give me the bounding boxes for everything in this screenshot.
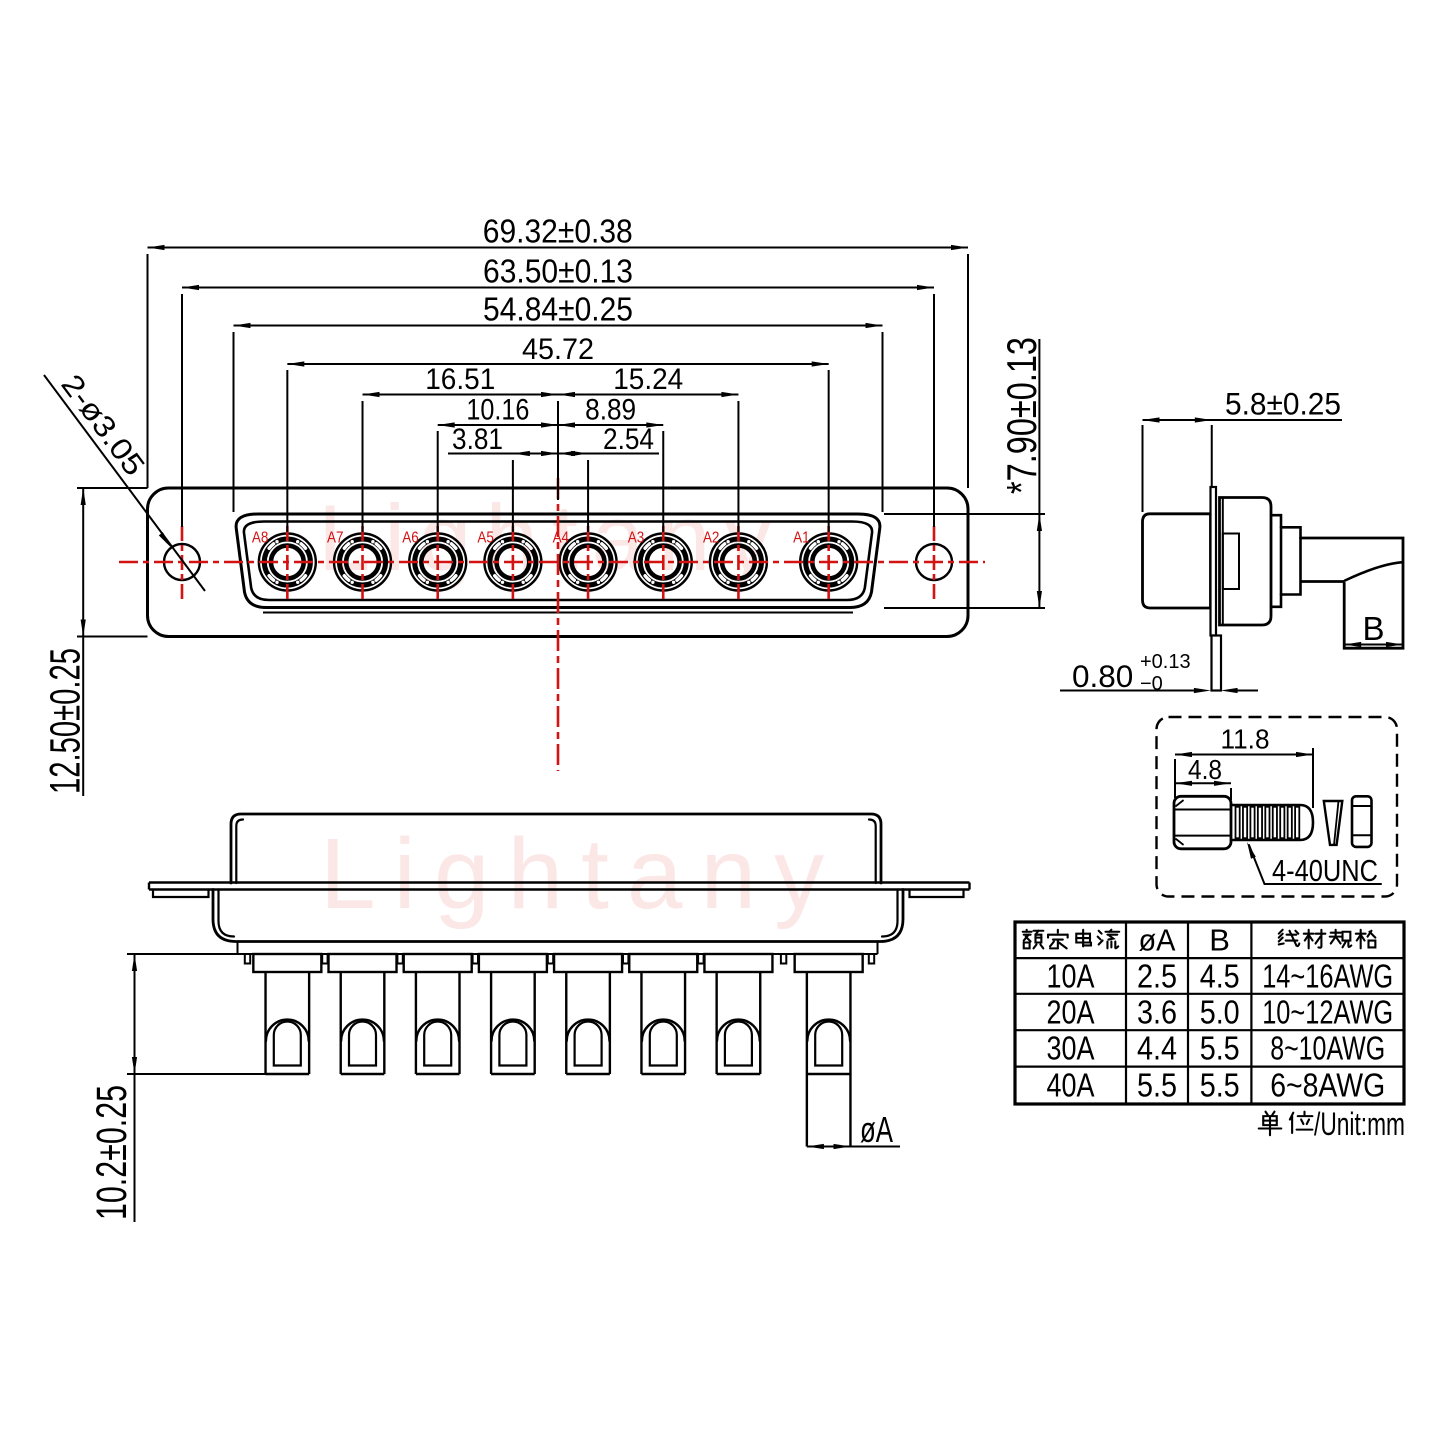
svg-text:−0: −0 [1140, 673, 1163, 695]
svg-text:B: B [1362, 610, 1384, 647]
svg-text:A3: A3 [628, 530, 645, 547]
svg-text:69.32±0.38: 69.32±0.38 [483, 213, 633, 250]
svg-text:54.84±0.25: 54.84±0.25 [483, 291, 633, 328]
svg-text:A5: A5 [477, 530, 494, 547]
svg-text:5.8±0.25: 5.8±0.25 [1225, 386, 1341, 422]
svg-text:45.72: 45.72 [522, 333, 594, 366]
svg-text:+0.13: +0.13 [1140, 651, 1191, 673]
svg-text:0.80: 0.80 [1072, 658, 1133, 694]
svg-text:4-40UNC: 4-40UNC [1272, 853, 1378, 888]
svg-text:14~16AWG: 14~16AWG [1262, 958, 1393, 995]
svg-text:4.4: 4.4 [1137, 1030, 1177, 1067]
svg-text:8.89: 8.89 [585, 394, 636, 427]
svg-text:11.8: 11.8 [1221, 724, 1270, 755]
svg-text:A8: A8 [252, 530, 269, 547]
svg-text:10~12AWG: 10~12AWG [1262, 994, 1393, 1031]
svg-text:6~8AWG: 6~8AWG [1270, 1067, 1385, 1104]
svg-text:2.5: 2.5 [1137, 958, 1177, 995]
svg-text:63.50±0.13: 63.50±0.13 [483, 253, 633, 290]
svg-text:20A: 20A [1047, 994, 1095, 1031]
svg-text:3.6: 3.6 [1137, 994, 1177, 1031]
svg-text:30A: 30A [1047, 1030, 1095, 1067]
svg-text:5.5: 5.5 [1137, 1067, 1177, 1104]
svg-text:5.5: 5.5 [1200, 1067, 1240, 1104]
svg-text:5.5: 5.5 [1200, 1030, 1240, 1067]
svg-text:4.5: 4.5 [1200, 958, 1240, 995]
svg-text:Lightany: Lightany [320, 818, 842, 930]
svg-text:15.24: 15.24 [613, 363, 683, 396]
svg-text:A6: A6 [402, 530, 419, 547]
svg-text:Lightany: Lightany [318, 485, 785, 590]
svg-text:/Unit:mm: /Unit:mm [1314, 1106, 1405, 1142]
svg-text:2.54: 2.54 [603, 423, 654, 456]
svg-text:B: B [1209, 923, 1230, 958]
svg-text:5.0: 5.0 [1200, 994, 1240, 1031]
svg-text:16.51: 16.51 [425, 363, 495, 396]
svg-text:*7.90±0.13: *7.90±0.13 [998, 337, 1045, 494]
svg-text:10.16: 10.16 [466, 394, 529, 427]
svg-text:A1: A1 [793, 530, 810, 547]
svg-text:A7: A7 [327, 530, 344, 547]
svg-text:12.50±0.25: 12.50±0.25 [42, 648, 90, 794]
svg-text:10A: 10A [1047, 958, 1095, 995]
svg-text:øA: øA [1139, 923, 1176, 958]
svg-text:40A: 40A [1047, 1067, 1095, 1104]
svg-text:A2: A2 [703, 530, 720, 547]
svg-text:øA: øA [860, 1109, 893, 1150]
svg-text:10.2±0.25: 10.2±0.25 [88, 1085, 136, 1220]
svg-text:A4: A4 [553, 530, 570, 547]
svg-text:8~10AWG: 8~10AWG [1270, 1030, 1385, 1067]
svg-text:3.81: 3.81 [452, 423, 503, 456]
svg-text:4.8: 4.8 [1188, 754, 1222, 785]
